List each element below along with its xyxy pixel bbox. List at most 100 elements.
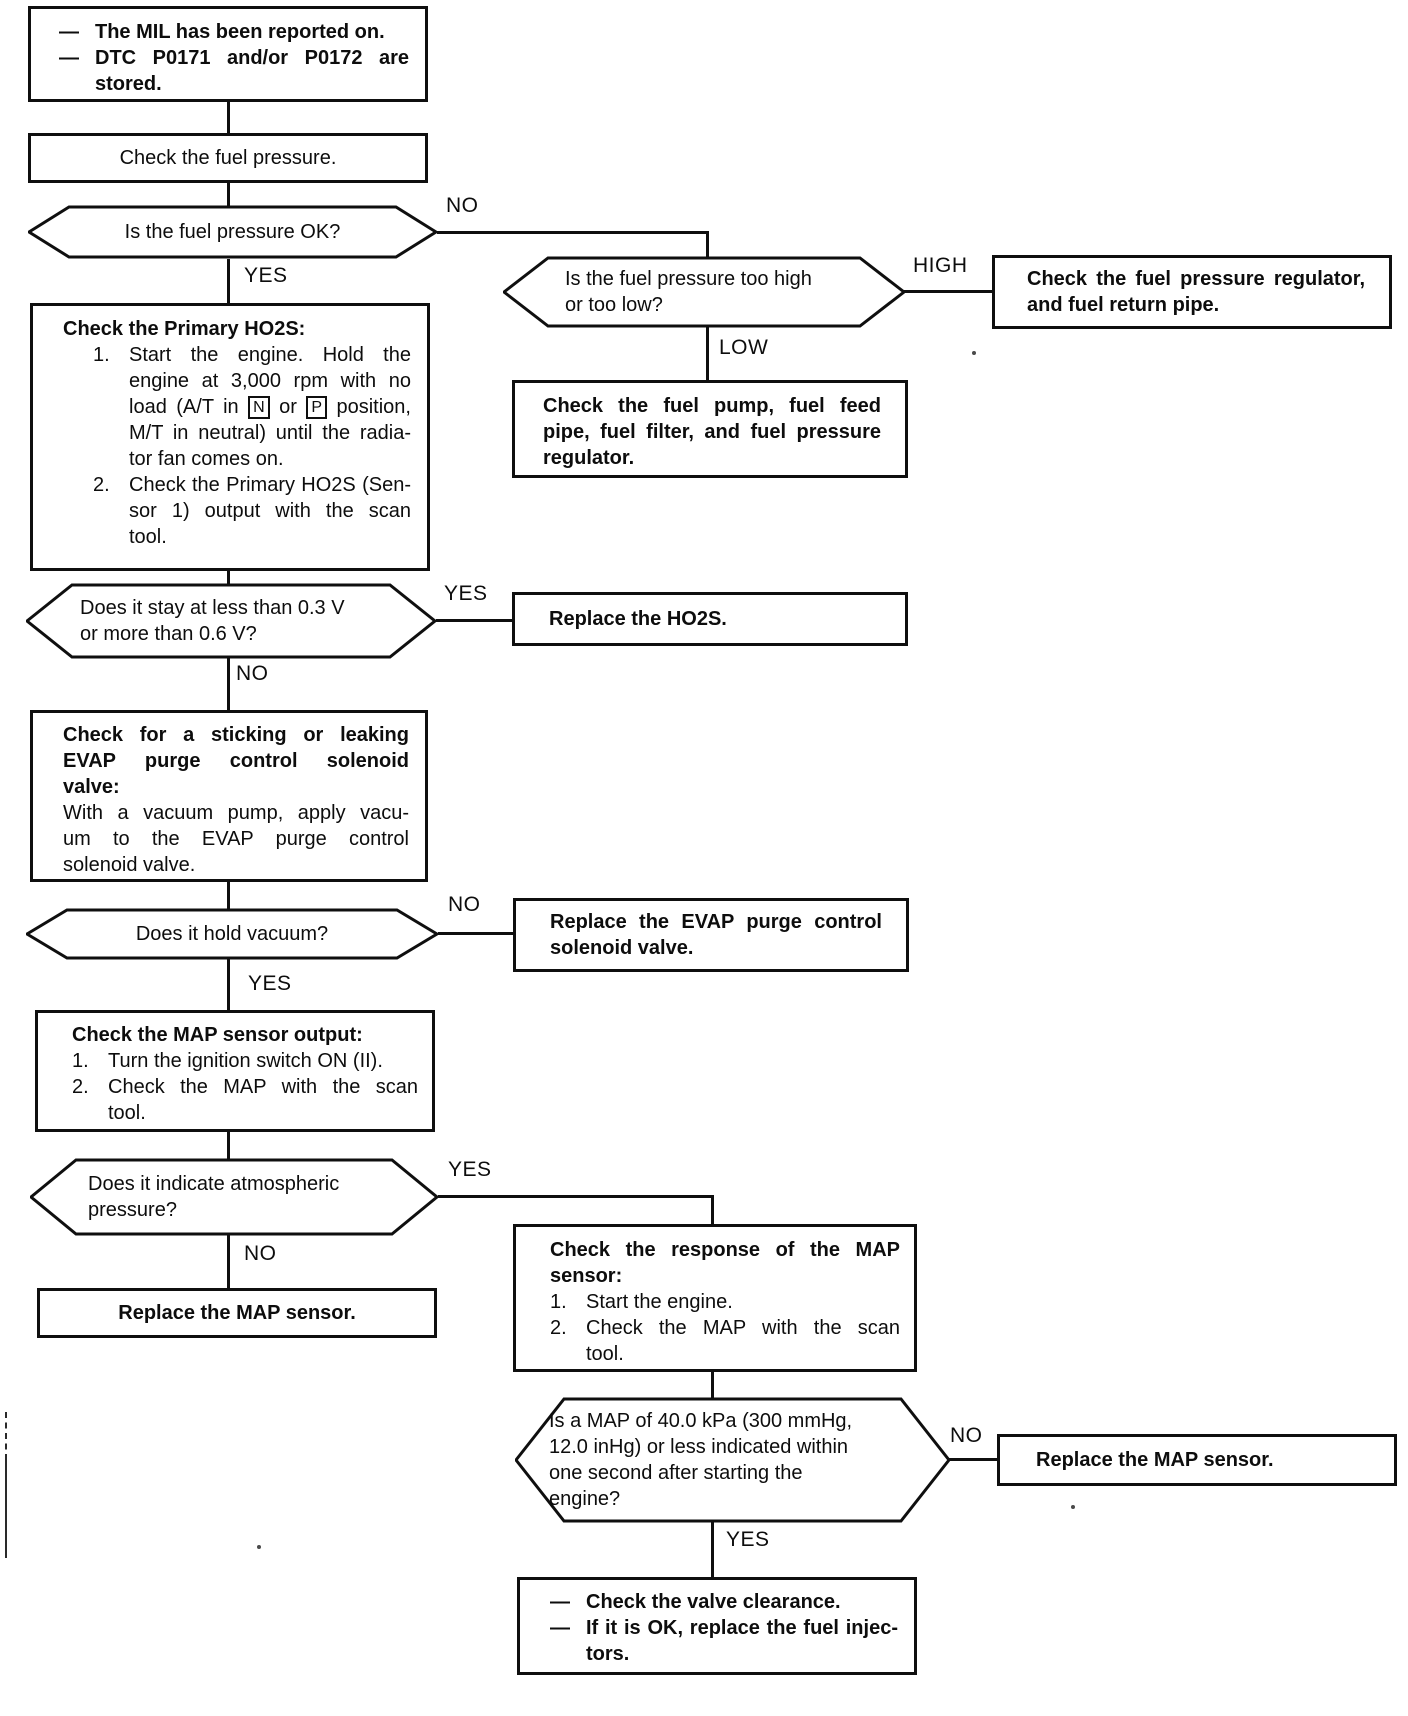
list-number: 1.	[550, 1291, 567, 1313]
hexagon-outline	[30, 1158, 438, 1236]
gear-position-p-box: P	[306, 396, 328, 419]
node-final-actions: — Check the valve clearance. — If it is …	[517, 1577, 917, 1675]
text-line: engine at 3,000 rpm with no	[129, 370, 411, 392]
list-item: 2. Check the Primary HO2S (Sen-sor 1) ou…	[63, 472, 411, 550]
hexagon-outline	[26, 583, 436, 659]
node-heading: Check the Primary HO2S:	[63, 318, 306, 340]
connector-line	[438, 932, 515, 935]
text-segment: load (A/T in	[129, 396, 249, 418]
connector-line	[903, 290, 992, 293]
scan-speck	[972, 351, 976, 355]
connector-line	[227, 1234, 230, 1288]
action-text: If it is OK, replace the fuel injec-tors…	[586, 1617, 898, 1665]
scan-artifact-line	[5, 1460, 7, 1558]
node-text: Replace the HO2S.	[549, 608, 727, 630]
text-line: tor fan comes on.	[129, 448, 284, 470]
list-item-text: Start the engine. Hold the engine at 3,0…	[129, 342, 411, 472]
decision-text: Is the fuel pressure OK?	[124, 221, 341, 243]
text-segment: position,	[327, 396, 411, 418]
dash-bullet: —	[59, 21, 79, 43]
connector-line	[436, 619, 514, 622]
branch-label-yes: YES	[726, 1528, 770, 1551]
scan-speck	[1071, 1505, 1075, 1509]
list-item-text: Start the engine.	[586, 1291, 733, 1313]
decision-fuel-pressure-ok: Is the fuel pressure OK?	[28, 205, 437, 259]
branch-label-no: NO	[446, 194, 479, 217]
scan-speck	[257, 1545, 261, 1549]
decision-map-40kpa: Is a MAP of 40.0 kPa (300 mmHg,12.0 inHg…	[515, 1397, 950, 1523]
dash-bullet: —	[550, 1591, 570, 1613]
branch-label-no: NO	[448, 893, 481, 916]
connector-line	[706, 326, 709, 380]
decision-text: Is a MAP of 40.0 kPa (300 mmHg,12.0 inHg…	[549, 1410, 853, 1510]
node-heading: Check the MAP sensor output:	[72, 1024, 363, 1046]
action-item: — Check the valve clearance.	[550, 1589, 898, 1615]
branch-label-no: NO	[950, 1424, 983, 1447]
connector-line	[227, 657, 230, 710]
list-item-text: Check the Primary HO2S (Sen-sor 1) outpu…	[129, 474, 411, 548]
node-check-fuel-pressure-regulator: Check the fuel pressure regulator,and fu…	[992, 255, 1392, 329]
text-segment: or	[269, 396, 307, 418]
node-check-primary-ho2s: Check the Primary HO2S: 1. Start the eng…	[30, 303, 430, 571]
branch-label-no: NO	[244, 1242, 277, 1265]
branch-label-yes: YES	[248, 972, 292, 995]
node-text: Replace the MAP sensor.	[1036, 1449, 1274, 1471]
connector-line	[227, 1131, 230, 1160]
branch-label-yes: YES	[244, 264, 288, 287]
node-text: Replace the MAP sensor.	[118, 1302, 356, 1324]
connector-line	[227, 571, 230, 585]
node-text: Check the fuel pressure.	[119, 147, 337, 169]
scan-artifact-line	[5, 1412, 7, 1460]
action-text: Check the valve clearance.	[586, 1591, 841, 1613]
list-number: 2.	[550, 1317, 567, 1339]
connector-line	[711, 1521, 714, 1577]
branch-label-low: LOW	[719, 336, 769, 359]
list-number: 1.	[93, 344, 110, 366]
connector-line	[227, 880, 230, 910]
connector-line	[227, 259, 230, 303]
dash-bullet: —	[550, 1617, 570, 1639]
condition-item: — The MIL has been reported on.	[59, 19, 409, 45]
connector-line	[227, 183, 230, 207]
hexagon-outline	[28, 205, 437, 259]
connector-line	[711, 1195, 714, 1224]
list-number: 1.	[72, 1050, 89, 1072]
node-replace-map-sensor: Replace the MAP sensor.	[997, 1434, 1397, 1486]
connector-line	[227, 102, 230, 133]
condition-text: The MIL has been reported on.	[95, 21, 385, 43]
node-check-fuel-pressure: Check the fuel pressure.	[28, 133, 428, 183]
node-replace-map-sensor: Replace the MAP sensor.	[37, 1288, 437, 1338]
node-start-conditions: — The MIL has been reported on. — DTC P0…	[28, 6, 428, 102]
decision-hold-vacuum: Does it hold vacuum?	[26, 908, 438, 960]
list-number: 2.	[93, 474, 110, 496]
node-text: Check the fuel pressure regulator,and fu…	[1027, 268, 1365, 316]
gear-position-n-box: N	[248, 396, 270, 419]
branch-label-high: HIGH	[913, 254, 968, 277]
decision-text: Does it hold vacuum?	[135, 923, 329, 945]
text-line: Start the engine. Hold the	[129, 344, 411, 366]
hexagon-outline	[503, 256, 905, 328]
list-item-text: Turn the ignition switch ON (II).	[108, 1050, 383, 1072]
connector-line	[438, 1195, 714, 1198]
branch-label-no: NO	[236, 662, 269, 685]
connector-line	[711, 1370, 714, 1399]
text-line: M/T in neutral) until the radia-	[129, 422, 411, 444]
connector-line	[948, 1458, 997, 1461]
hexagon-outline	[26, 908, 438, 960]
branch-label-yes: YES	[444, 582, 488, 605]
text-line: load (A/T in N or P position,	[129, 394, 411, 420]
